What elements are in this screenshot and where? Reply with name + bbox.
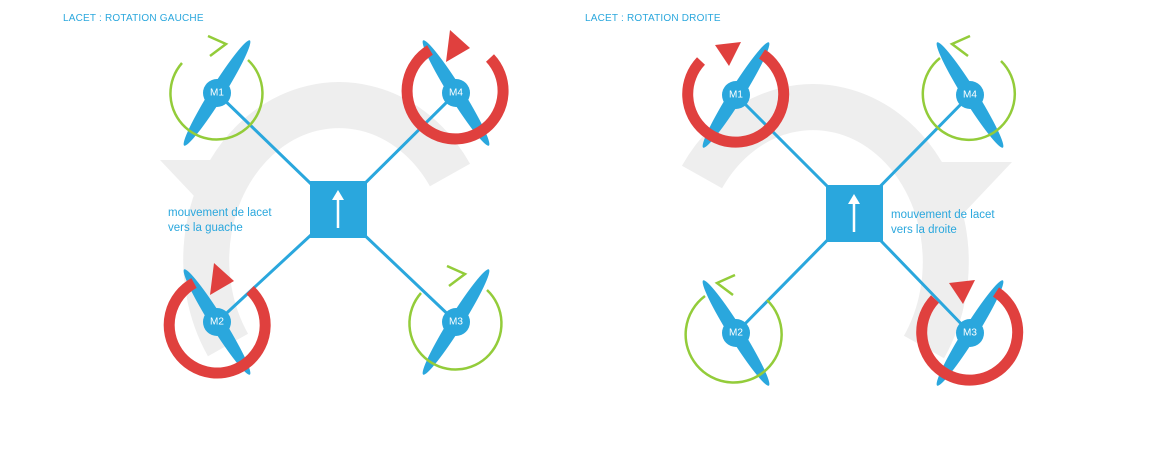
motor-m3: M3 — [916, 280, 1024, 386]
rotation-arrow-m2-icon — [163, 263, 271, 379]
right-caption-line2: vers la droite — [891, 224, 957, 236]
rotation-arrow-m3-icon — [916, 280, 1024, 386]
background-rotation-arrow-icon — [681, 84, 1012, 359]
motor-m4: M4 — [921, 34, 1017, 148]
yaw-right-panel: M1 M4 M2 — [585, 0, 1171, 454]
right-panel-caption: mouvement de lacet vers la droite — [891, 208, 995, 238]
motor-m4: M4 — [401, 30, 509, 146]
motor-label-m3: M3 — [449, 317, 463, 328]
motor-label-m3: M3 — [963, 328, 977, 339]
motor-m1: M1 — [682, 42, 790, 148]
left-caption-line1: mouvement de lacet — [168, 207, 272, 219]
rotation-arrow-m1-icon — [169, 34, 264, 141]
motor-label-m2: M2 — [210, 317, 224, 328]
rotation-arrow-m2-icon — [684, 273, 783, 384]
motor-m1: M1 — [169, 34, 264, 146]
motor-m2: M2 — [163, 263, 271, 379]
right-caption-line1: mouvement de lacet — [891, 209, 995, 221]
right-panel-title: LACET : ROTATION DROITE — [585, 13, 721, 24]
left-panel-title: LACET : ROTATION GAUCHE — [63, 13, 204, 24]
rotation-arrow-m3-icon — [408, 264, 503, 371]
motor-m2: M2 — [684, 273, 783, 386]
motor-label-m1: M1 — [210, 88, 224, 99]
background-rotation-arrow-icon — [160, 82, 471, 357]
up-arrow-icon — [848, 194, 860, 232]
yaw-left-diagram: M1 M4 M2 — [160, 30, 509, 379]
rotation-arrow-m1-icon — [682, 42, 790, 148]
motor-label-m2: M2 — [729, 328, 743, 339]
drone-body — [826, 185, 883, 242]
motor-m3: M3 — [408, 264, 503, 375]
left-caption-line2: vers la guache — [168, 222, 243, 234]
yaw-right-diagram: M1 M4 M2 — [681, 34, 1024, 386]
motor-label-m4: M4 — [963, 90, 977, 101]
yaw-left-panel: M1 M4 M2 — [0, 0, 585, 454]
motor-label-m4: M4 — [449, 88, 463, 99]
drone-body — [310, 181, 367, 238]
rotation-arrow-m4-icon — [401, 30, 509, 145]
left-panel-caption: mouvement de lacet vers la guache — [168, 206, 272, 236]
up-arrow-icon — [332, 190, 344, 228]
rotation-arrow-m4-icon — [921, 34, 1017, 142]
motor-label-m1: M1 — [729, 90, 743, 101]
